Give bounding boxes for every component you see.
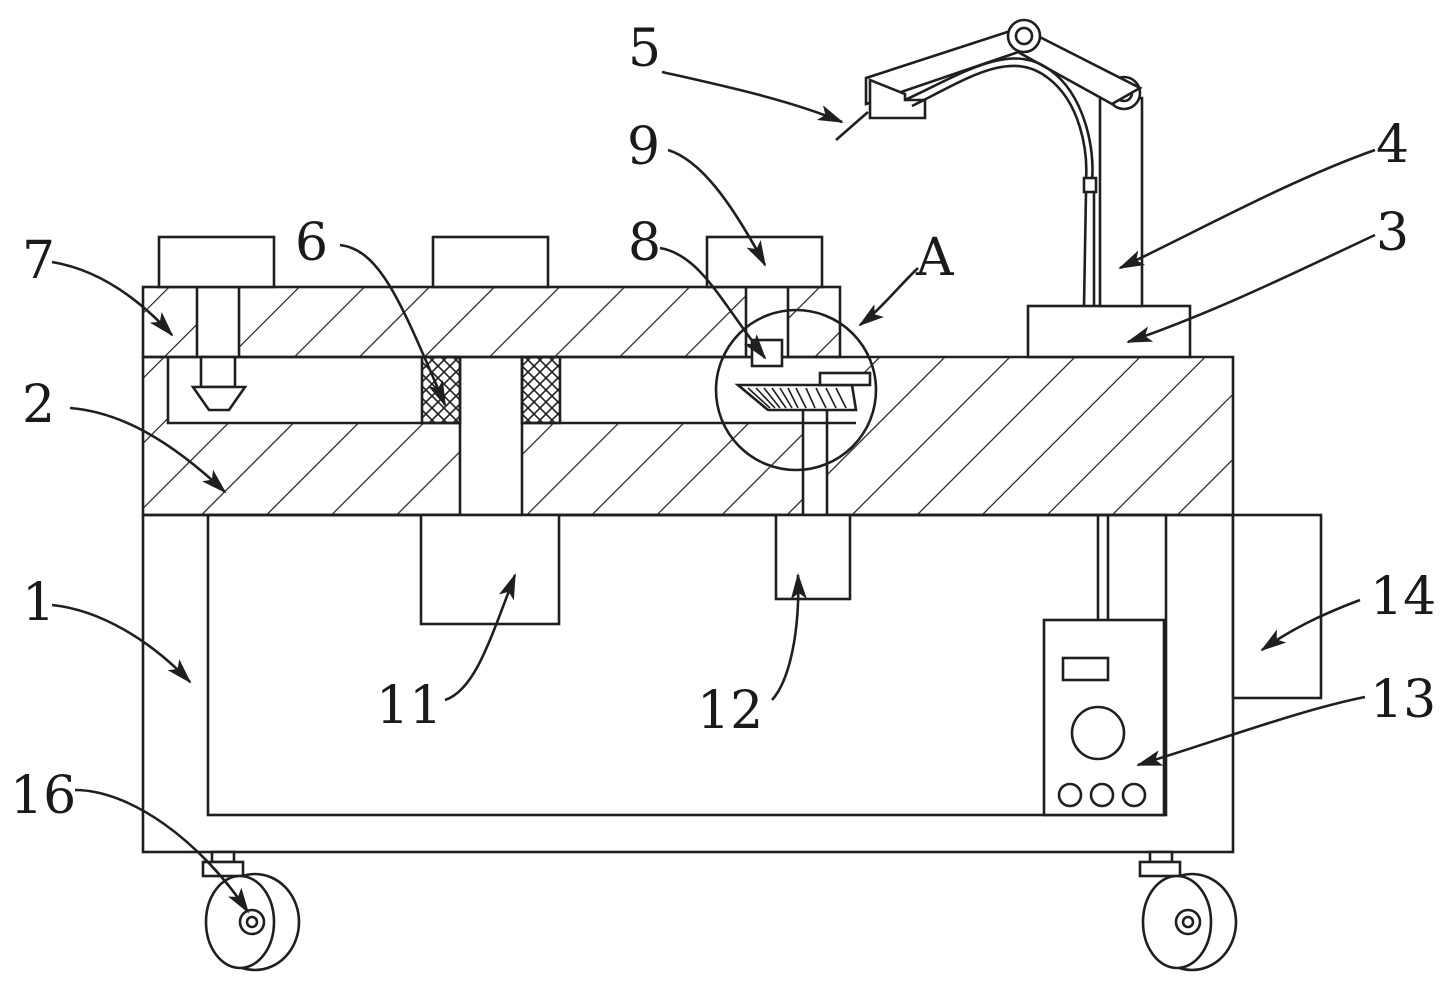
label-2: 2	[22, 375, 55, 435]
label-13: 13	[1370, 670, 1436, 730]
label-1: 1	[22, 573, 55, 633]
label-12: 12	[697, 681, 763, 741]
control-box	[1042, 618, 1166, 817]
label-8: 8	[628, 213, 661, 273]
pin-8	[750, 338, 784, 368]
label-6: 6	[295, 213, 328, 273]
bevel-gears	[734, 371, 872, 412]
clamp-blocks	[157, 235, 824, 289]
label-14: 14	[1370, 567, 1436, 627]
label-9: 9	[627, 117, 660, 177]
rotary-plate	[141, 285, 842, 359]
bearing-right	[520, 355, 562, 425]
detail-circle-a	[714, 308, 878, 472]
motor-12	[774, 513, 852, 601]
label-4: 4	[1376, 115, 1409, 175]
caster-left	[201, 850, 301, 972]
locating-pin-left	[190, 355, 248, 412]
robot-arm	[835, 18, 1144, 308]
leader-lines	[51, 70, 1376, 914]
table-slab	[141, 355, 1235, 517]
label-16: 16	[10, 766, 76, 826]
label-11: 11	[376, 676, 442, 736]
label-7: 7	[22, 231, 55, 291]
label-a: A	[915, 228, 955, 288]
motor-11	[419, 513, 561, 626]
robot-base	[1026, 304, 1192, 359]
caster-right	[1138, 850, 1238, 972]
label-3: 3	[1376, 203, 1409, 263]
side-box-14	[1231, 513, 1323, 700]
part-labels: 5 4 3 9 8 A 6 7 2 1 14 13 11 12 16	[10, 19, 1436, 826]
label-5: 5	[628, 19, 661, 79]
